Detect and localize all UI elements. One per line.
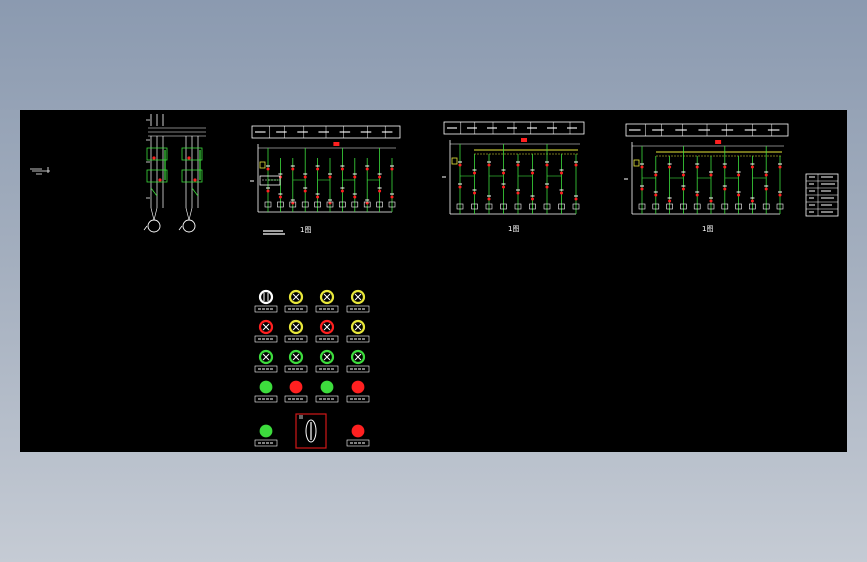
indicator-lamp-r3c4 (346, 349, 370, 373)
indicator-lamp-r2c1 (254, 319, 278, 343)
indicator-lamp-r2c2 (284, 319, 308, 343)
cad-canvas: 1图 1图 1图 (30, 114, 839, 449)
control-sheet-1: 1图 (250, 125, 401, 235)
indicator-lamp-r4c2 (284, 380, 308, 403)
start-button-green (254, 424, 278, 447)
selector-switch-symbol (295, 413, 327, 449)
indicator-lamp-r3c3 (315, 349, 339, 373)
sheet-caption: 1图 (300, 226, 311, 234)
indicator-lamp-r1c4 (346, 289, 370, 313)
indicator-lamp-r1c3 (315, 289, 339, 313)
cad-drawing-area: 1图 1图 1图 (20, 110, 847, 452)
stop-button-red (346, 424, 370, 447)
control-sheet-2: 1图 (442, 121, 585, 233)
indicator-lamp-r2c3 (315, 319, 339, 343)
legend-table (805, 173, 839, 217)
indicator-lamp-r3c1 (254, 349, 278, 373)
indicator-lamp-r4c3 (315, 380, 339, 403)
indicator-lamp-r1c2 (284, 289, 308, 313)
control-schematic-sheets: 1图 1图 1图 (250, 121, 789, 235)
indicator-lamp-r4c1 (254, 380, 278, 403)
motor-power-circuit (143, 114, 206, 233)
sheet-caption: 1图 (702, 225, 713, 233)
left-scribble-label (30, 167, 50, 175)
control-sheet-3: 1图 (624, 123, 789, 233)
indicator-symbol-grid (254, 289, 370, 447)
sheet-caption: 1图 (508, 225, 519, 233)
indicator-lamp-r4c4 (346, 380, 370, 403)
indicator-lamp-r2c4 (346, 319, 370, 343)
indicator-lamp-r3c2 (284, 349, 308, 373)
indicator-lamp-r1c1 (254, 289, 278, 313)
